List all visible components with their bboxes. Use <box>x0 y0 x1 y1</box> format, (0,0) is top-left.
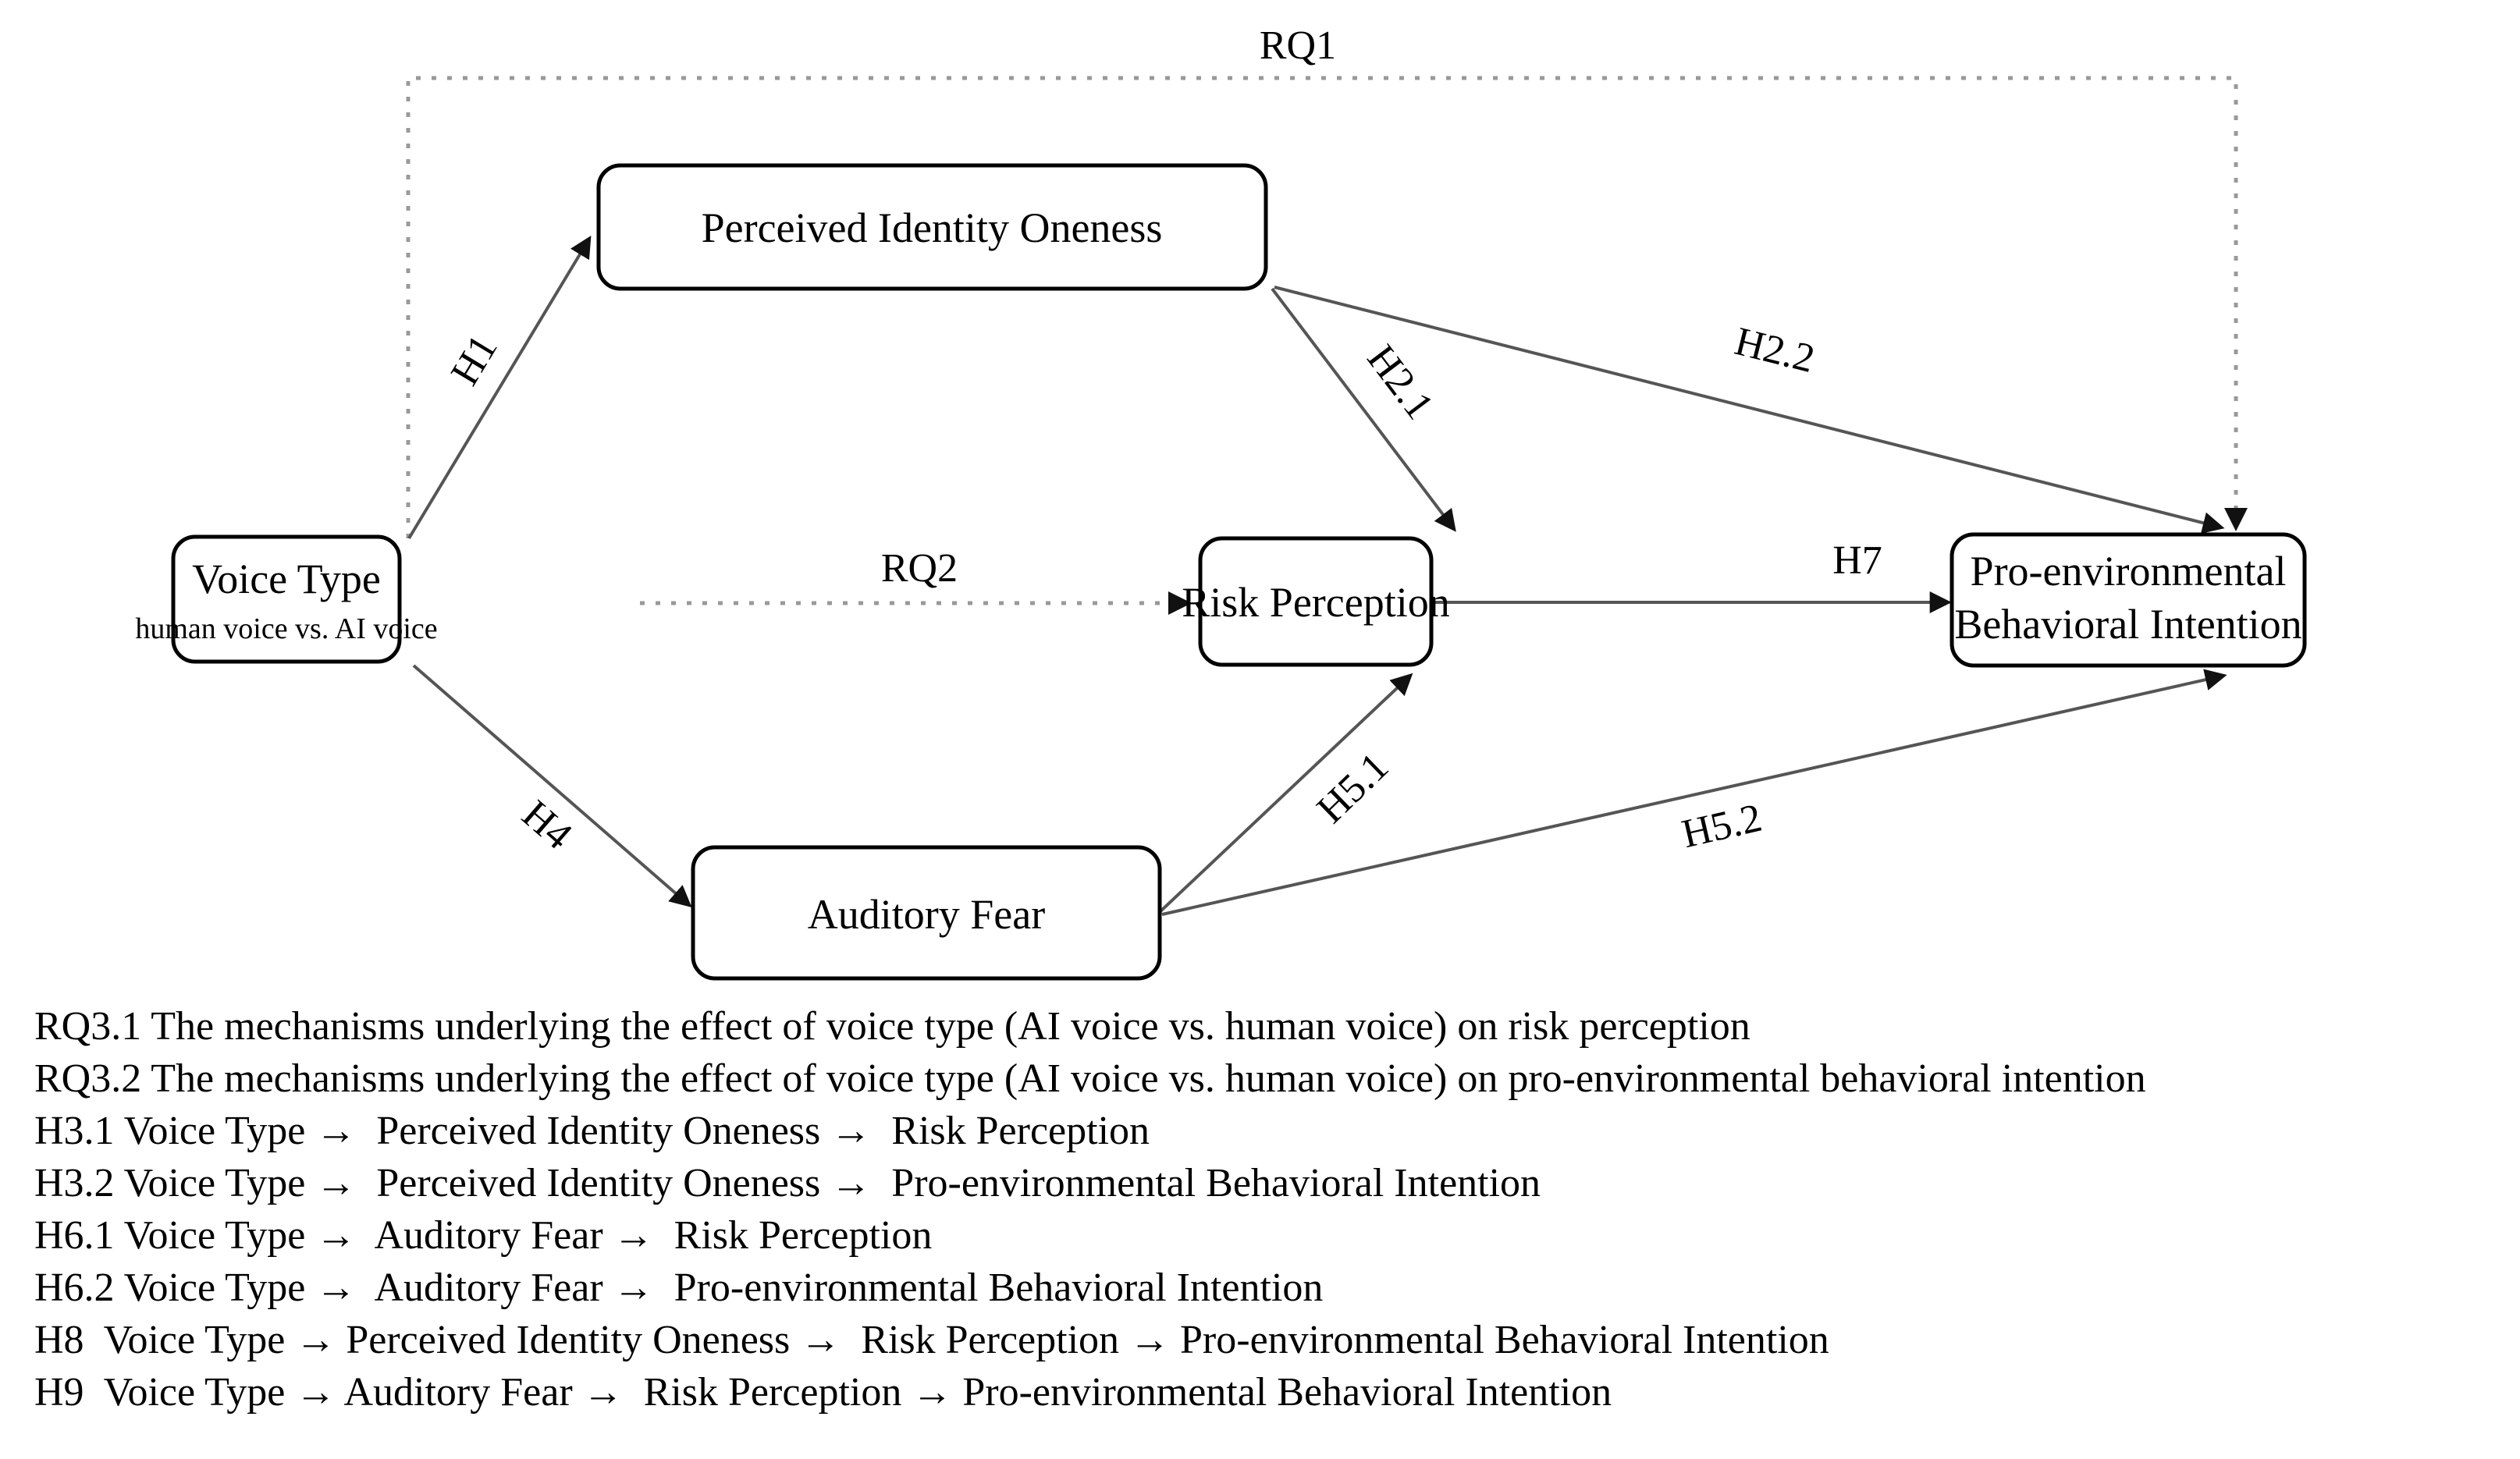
node-voice-type-title: Voice Type <box>192 556 381 602</box>
node-voice-type[interactable]: Voice Type human voice vs. AI voice <box>135 534 438 664</box>
edge-label-h1: H1 <box>443 328 506 393</box>
notes-list: RQ3.1 The mechanisms underlying the effe… <box>34 1000 2485 1418</box>
edge-label-h7: H7 <box>1832 538 1882 583</box>
node-voice-type-box <box>171 534 402 664</box>
note-line: H3.1 Voice Type → Perceived Identity One… <box>34 1109 1150 1153</box>
node-risk-perception[interactable]: Risk Perception <box>1182 536 1450 667</box>
note-line: H6.1 Voice Type → Auditory Fear → Risk P… <box>34 1213 933 1258</box>
node-pro-environmental-box <box>1950 532 2307 668</box>
edge-label-rq1: RQ1 <box>1260 23 1336 68</box>
node-auditory-fear-title: Auditory Fear <box>808 891 1045 938</box>
node-perceived-identity-oneness[interactable]: Perceived Identity Oneness <box>596 163 1268 291</box>
node-auditory-fear[interactable]: Auditory Fear <box>691 845 1162 981</box>
model-diagram: Voice Type human voice vs. AI voice Perc… <box>135 23 2307 981</box>
node-risk-perception-title: Risk Perception <box>1182 579 1449 626</box>
node-perceived-identity-oneness-title: Perceived Identity Oneness <box>702 204 1163 251</box>
edge-label-h2-2: H2.2 <box>1730 319 1818 382</box>
edge-h2-1 <box>1271 287 1456 532</box>
edge-h2-2 <box>1274 286 2225 534</box>
node-voice-type-subtitle: human voice vs. AI voice <box>135 612 437 645</box>
node-pro-environmental-title-line2: Behavioral Intention <box>1954 601 2301 648</box>
node-auditory-fear-box <box>691 845 1162 981</box>
edge-label-h5-2: H5.2 <box>1678 796 1766 857</box>
edge-label-rq2: RQ2 <box>881 546 958 591</box>
edge-h1 <box>407 236 592 540</box>
note-line: H8 Voice Type → Perceived Identity Onene… <box>34 1318 1829 1362</box>
node-pro-environmental-title-line1: Pro-environmental <box>1971 548 2287 595</box>
edge-rq1 <box>406 76 2248 538</box>
node-risk-perception-box <box>1198 536 1434 667</box>
edge-h4 <box>412 664 692 908</box>
edge-h5-2 <box>1161 669 2227 916</box>
edge-h5-1 <box>1159 673 1413 913</box>
edge-label-h2-1: H2.1 <box>1359 337 1442 428</box>
node-perceived-identity-oneness-box <box>596 163 1268 291</box>
node-pro-environmental-behavioral-intention[interactable]: Pro-environmental Behavioral Intention <box>1950 532 2307 668</box>
note-line: H3.2 Voice Type → Perceived Identity One… <box>34 1161 1541 1205</box>
note-line: RQ3.2 The mechanisms underlying the effe… <box>34 1056 2146 1101</box>
note-line: H9 Voice Type → Auditory Fear → Risk Per… <box>34 1370 1612 1415</box>
note-line: RQ3.1 The mechanisms underlying the effe… <box>34 1004 1750 1049</box>
note-line: H6.2 Voice Type → Auditory Fear → Pro-en… <box>34 1266 1324 1310</box>
